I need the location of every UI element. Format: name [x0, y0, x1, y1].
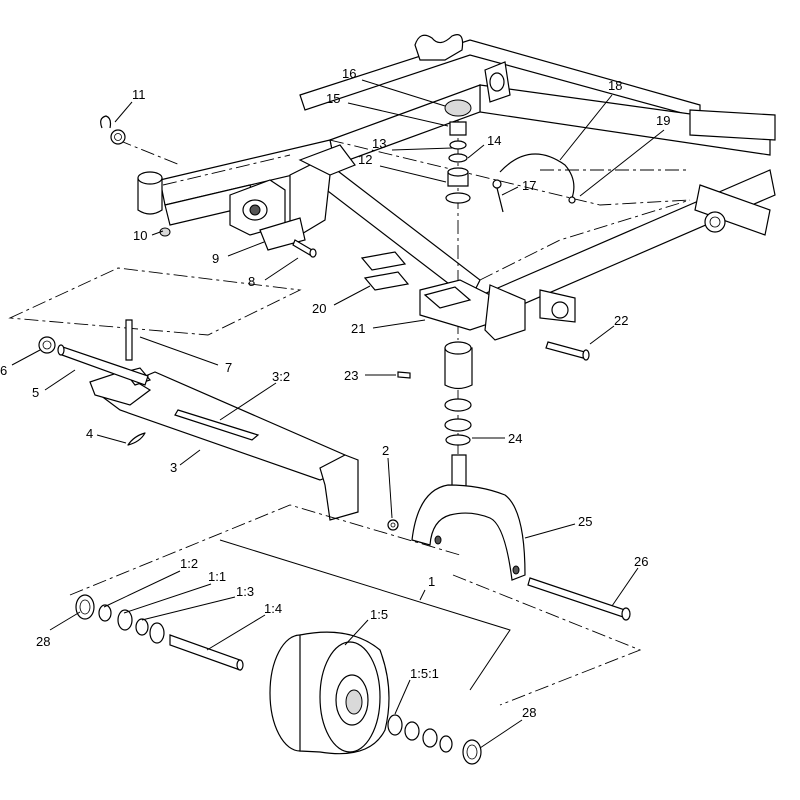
- callout-18: 18: [608, 78, 622, 93]
- callout-24: 24: [508, 431, 522, 446]
- washer-13: [449, 140, 467, 150]
- callout-10: 10: [133, 228, 147, 243]
- callout-1-1: 1:1: [208, 569, 226, 584]
- wear-pads-20: [360, 251, 410, 291]
- callout-14: 14: [487, 133, 501, 148]
- callout-1: 1: [428, 574, 435, 589]
- callout-6: 6: [0, 363, 7, 378]
- callout-17: 17: [522, 178, 536, 193]
- bushing-28: [75, 594, 95, 620]
- leader-lines: [11, 79, 665, 749]
- callout-3: 3: [170, 460, 177, 475]
- cap-16: [444, 99, 472, 117]
- bracket-21: [419, 279, 576, 341]
- wheel-assembly-1: [69, 504, 642, 765]
- callout-22: 22: [614, 313, 628, 328]
- callout-1-2: 1:2: [180, 556, 198, 571]
- caster-fork-25: [411, 454, 526, 581]
- callout-21: 21: [351, 321, 365, 336]
- bolt-22: [545, 341, 590, 361]
- main-frame: [159, 34, 776, 326]
- callout-1-4: 1:4: [264, 601, 282, 616]
- pin-7: [125, 319, 133, 361]
- shaft-5: [57, 344, 149, 386]
- callout-28-right: 28: [522, 705, 536, 720]
- callout-13: 13: [372, 136, 386, 151]
- callout-26: 26: [634, 554, 648, 569]
- callout-4: 4: [86, 426, 93, 441]
- pin-11: [100, 115, 126, 145]
- callout-9: 9: [212, 251, 219, 266]
- axle-bolt-26: [527, 577, 631, 621]
- caster-mount-assembly: [117, 139, 356, 251]
- arm-3: [8, 267, 359, 521]
- callout-5: 5: [32, 385, 39, 400]
- callout-3-2: 3:2: [272, 369, 290, 384]
- nut-15: [449, 121, 467, 136]
- callout-labels: 11 10 9 8 16 15 13 14 12 18 19 17 20 21 …: [0, 66, 670, 720]
- nut-2: [387, 519, 399, 531]
- callout-8: 8: [248, 274, 255, 289]
- bolt-8: [292, 239, 317, 258]
- cotter-pin-4: [127, 432, 146, 446]
- callout-1-5-1: 1:5:1: [410, 666, 439, 681]
- callout-16: 16: [342, 66, 356, 81]
- callout-1-5: 1:5: [370, 607, 388, 622]
- washer-6: [38, 336, 56, 354]
- callout-23: 23: [344, 368, 358, 383]
- callout-19: 19: [656, 113, 670, 128]
- lynch-pin-cable: [492, 153, 576, 213]
- callout-28-left: 28: [36, 634, 50, 649]
- callout-11: 11: [132, 87, 146, 102]
- callout-15: 15: [326, 91, 340, 106]
- callout-20: 20: [312, 301, 326, 316]
- callout-7: 7: [225, 360, 232, 375]
- callout-12: 12: [358, 152, 372, 167]
- callout-25: 25: [578, 514, 592, 529]
- callout-2: 2: [382, 443, 389, 458]
- bolt-23: [397, 371, 411, 379]
- caster-tube: [444, 341, 473, 446]
- king-pin-stack: [444, 99, 472, 460]
- callout-1-3: 1:3: [236, 584, 254, 599]
